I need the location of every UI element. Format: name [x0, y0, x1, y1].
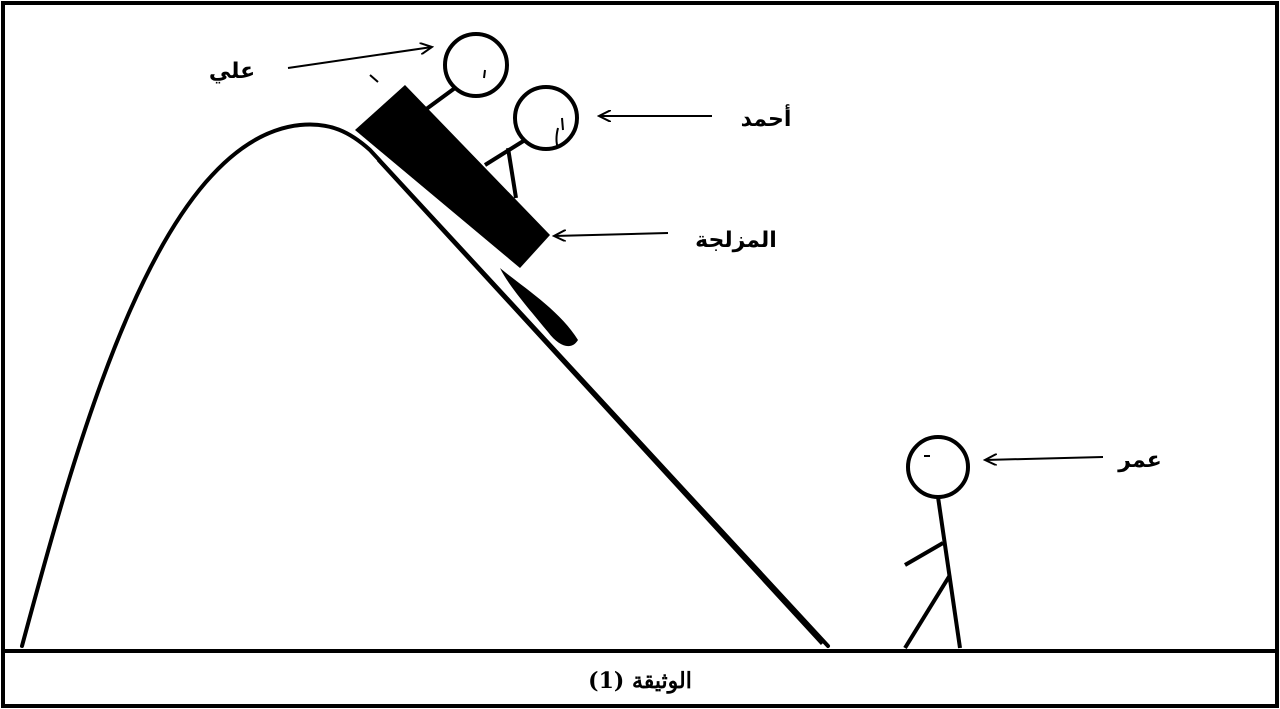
ali-hand-mark	[369, 74, 379, 83]
omar-head	[906, 435, 970, 499]
arrow-omar	[985, 457, 1104, 460]
label-omar: عمر	[1117, 448, 1161, 473]
label-sled: المزلجة	[695, 228, 777, 253]
ali-eye	[483, 69, 486, 79]
omar-figure	[903, 435, 970, 650]
label-ahmad: أحمد	[741, 103, 792, 132]
ali-figure	[369, 32, 509, 112]
ahmad-mouth	[555, 127, 559, 149]
ahmad-body	[506, 147, 518, 199]
arrow-sled	[554, 233, 669, 236]
ahmad-figure	[483, 85, 579, 199]
omar-body	[936, 496, 962, 649]
sled	[355, 85, 578, 347]
omar-leg	[903, 573, 952, 650]
label-ali: علي	[209, 59, 255, 84]
ahmad-arm	[483, 138, 527, 167]
hill-slope	[20, 122, 830, 648]
omar-arm	[903, 541, 945, 567]
ali-head	[443, 32, 509, 98]
ahmad-eye	[561, 117, 564, 131]
ali-body	[423, 86, 457, 112]
arrow-ali	[287, 47, 432, 69]
slope-track	[376, 158, 824, 646]
figure-caption: الوثيقة (1)	[588, 668, 692, 694]
ahmad-head	[513, 85, 579, 151]
